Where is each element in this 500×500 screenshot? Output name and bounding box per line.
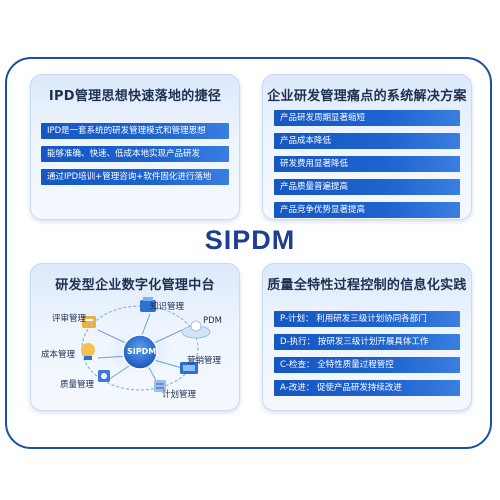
node-quality: 质量管理 xyxy=(60,380,95,390)
node-cost: 成本管理 xyxy=(41,350,76,360)
pain-item-3: 研发费用显著降低 xyxy=(274,156,460,172)
hub-label: SIPDM xyxy=(127,347,157,356)
pain-item-2: 产品成本降低 xyxy=(274,133,460,149)
quality-item-d: D-执行： 按研发三级计划开展具体工作 xyxy=(274,334,460,350)
pain-item-5: 产品竞争优势显著提高 xyxy=(274,202,460,218)
panel-quality-title: 质量全特性过程控制的信息化实践 xyxy=(267,278,467,293)
panel-ipd-title: IPD管理思想快速落地的捷径 xyxy=(48,89,222,104)
sipdm-title: SIPDM xyxy=(204,225,296,255)
pdm-icon xyxy=(181,320,211,339)
ipd-item-3: 通过IPD培训+管理咨询+软件固化进行落地 xyxy=(41,169,229,185)
quality-item-p: P-计划： 利用研发三级计划协同各部门 xyxy=(274,311,460,327)
node-knowledge: 知识管理 xyxy=(150,302,185,312)
plan-icon xyxy=(154,380,166,392)
pain-item-4: 产品质量普遍提高 xyxy=(274,179,460,195)
knowledge-icon xyxy=(140,297,156,312)
quality-icon xyxy=(98,370,110,382)
ipd-item-1: IPD是一套系统的研发管理模式和管理思想 xyxy=(41,123,229,139)
panel-pain-points: 企业研发管理痛点的系统解决方案 产品研发周期显著缩短 产品成本降低 研发费用显著… xyxy=(262,74,472,220)
node-plan: 计划管理 xyxy=(162,390,197,400)
panel-pain-points-title: 企业研发管理痛点的系统解决方案 xyxy=(267,89,467,104)
panel-ipd: IPD管理思想快速落地的捷径 IPD是一套系统的研发管理模式和管理思想 能够准确… xyxy=(30,74,240,220)
pain-item-1: 产品研发周期显著缩短 xyxy=(274,110,460,126)
panel-quality: 质量全特性过程控制的信息化实践 P-计划： 利用研发三级计划协同各部门 D-执行… xyxy=(262,263,472,411)
node-pdm: PDM xyxy=(203,316,223,326)
hub-circle xyxy=(122,334,158,370)
node-marketing: 营销管理 xyxy=(187,356,222,366)
panel-digital-platform-title: 研发型企业数字化管理中台 xyxy=(55,278,215,293)
marketing-icon xyxy=(180,362,198,374)
quality-item-c: C-检查： 全特性质量过程管控 xyxy=(274,357,460,373)
cost-icon xyxy=(81,343,95,360)
node-review: 评审管理 xyxy=(52,314,87,324)
review-icon xyxy=(82,316,96,328)
quality-item-a: A-改进： 促使产品研发持续改进 xyxy=(274,380,460,396)
ipd-item-2: 能够准确、快速、低成本地实现产品研发 xyxy=(41,146,229,162)
